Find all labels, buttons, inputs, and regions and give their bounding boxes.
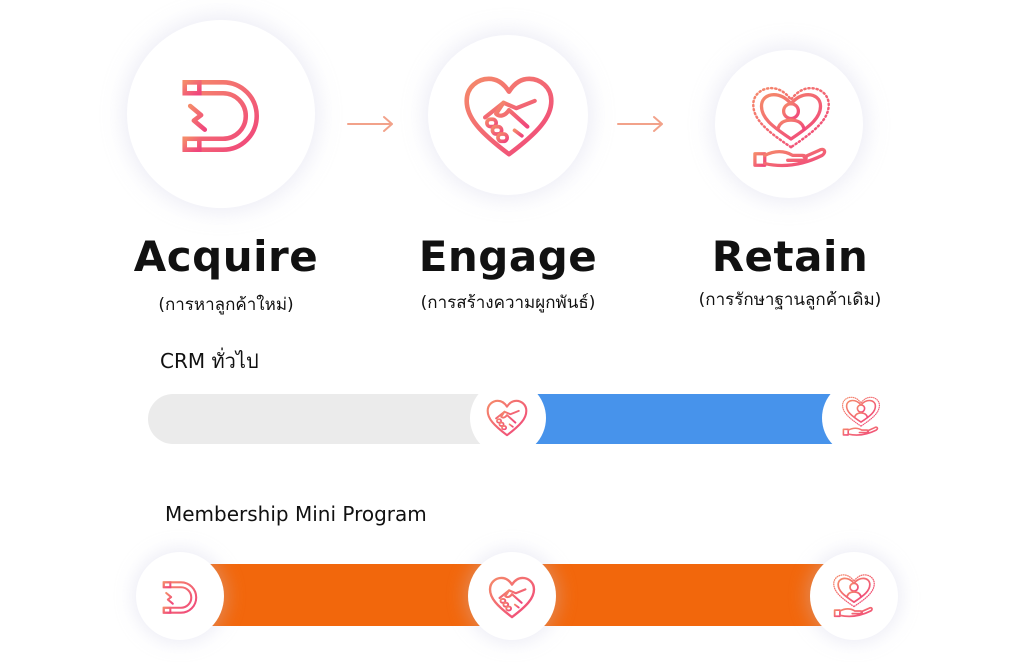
magnet-icon bbox=[160, 579, 202, 616]
heart-care-icon bbox=[750, 80, 832, 175]
stage-title-retain: Retain bbox=[711, 232, 869, 281]
heart-care-icon bbox=[841, 393, 881, 440]
arrow-right-icon bbox=[347, 116, 393, 132]
crm-track-bar bbox=[148, 394, 508, 444]
stage-title-acquire: Acquire bbox=[133, 232, 319, 281]
crm-fill-bar bbox=[508, 394, 848, 444]
crm-engage-marker bbox=[470, 380, 546, 456]
retain-circle bbox=[715, 50, 863, 198]
magnet-icon bbox=[177, 75, 269, 157]
crm-label: CRM ทั่วไป bbox=[160, 349, 259, 373]
membership-acquire-marker bbox=[136, 552, 224, 640]
acquire-circle bbox=[127, 20, 315, 208]
membership-label: Membership Mini Program bbox=[165, 502, 427, 526]
stage-title-engage: Engage bbox=[418, 232, 598, 281]
heart-care-icon bbox=[832, 570, 876, 622]
arrow-right-icon bbox=[617, 116, 663, 132]
membership-retain-marker bbox=[810, 552, 898, 640]
stage-subtitle-engage: (การสร้างความผูกพันธ์) bbox=[420, 293, 596, 313]
stage-subtitle-acquire: (การหาลูกค้าใหม่) bbox=[158, 295, 294, 315]
crm-retain-marker bbox=[822, 380, 898, 456]
membership-engage-marker bbox=[468, 552, 556, 640]
heart-handshake-icon bbox=[463, 75, 555, 158]
stage-subtitle-retain: (การรักษาฐานลูกค้าเดิม) bbox=[698, 290, 882, 310]
heart-handshake-icon bbox=[486, 399, 528, 437]
heart-handshake-icon bbox=[488, 576, 536, 619]
engage-circle bbox=[428, 35, 588, 195]
